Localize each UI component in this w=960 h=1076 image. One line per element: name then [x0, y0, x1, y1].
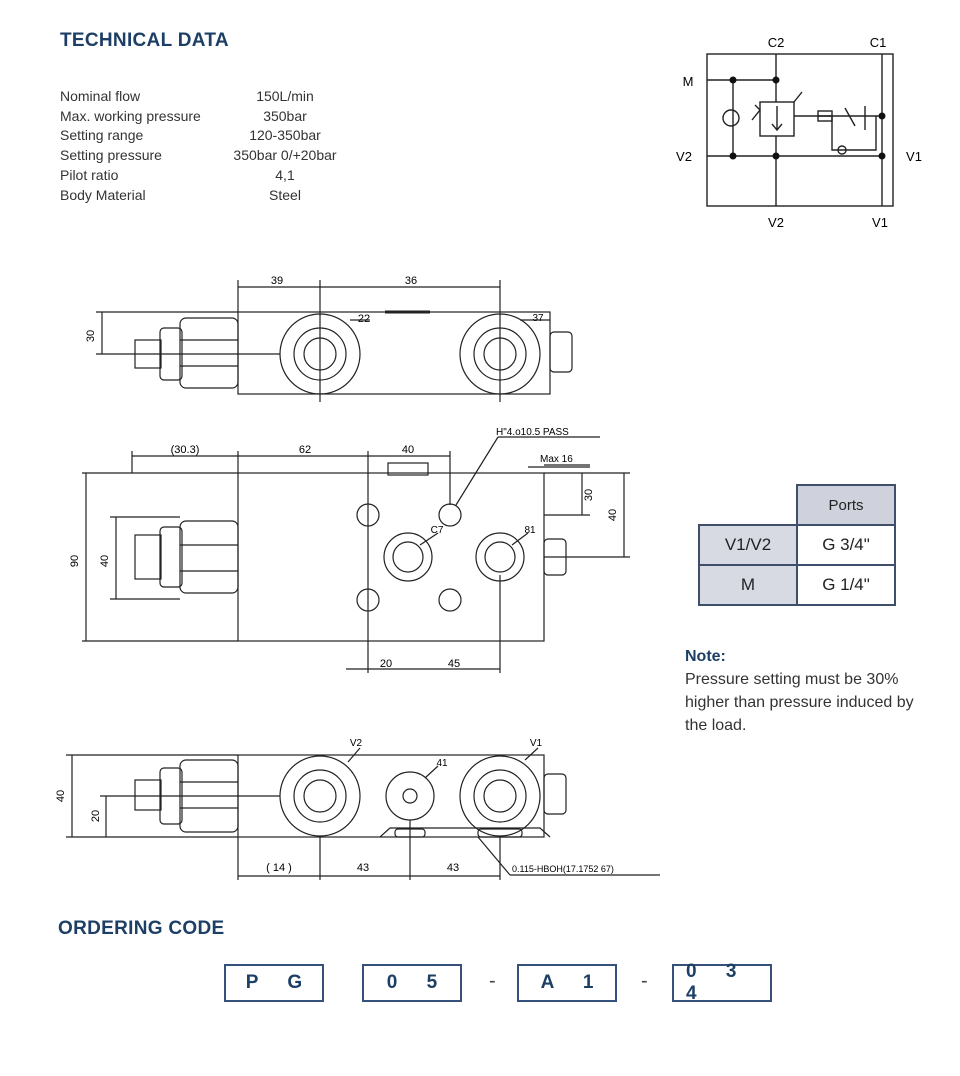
dim-41: 41: [436, 758, 448, 769]
spec-value: 120-350bar: [249, 127, 321, 143]
spec-row: Body Material Steel: [60, 187, 390, 207]
label-c1: C1: [870, 35, 887, 50]
dim-40-side: 40: [55, 790, 67, 802]
dim-39: 39: [271, 275, 283, 287]
dim-30-right: 30: [583, 489, 595, 501]
code-separator: -: [641, 970, 648, 992]
label-m: M: [683, 74, 694, 89]
dim-30-3: (30.3): [171, 444, 200, 456]
spec-value: 150L/min: [256, 88, 314, 104]
note-text: Pressure setting must be 30% higher than…: [685, 671, 914, 734]
spec-row: Nominal flow 150L/min: [60, 88, 390, 108]
oring-note: 0.115-HBOH(17.1752 67): [512, 864, 614, 874]
spec-row: Pilot ratio 4,1: [60, 167, 390, 187]
ordering-code-title: ORDERING CODE: [58, 918, 225, 939]
front-view-drawing: (30.3) 62 40 H"4.o10.5 PASS Max 16 30 40…: [69, 427, 630, 673]
port-size: G 3/4": [796, 524, 896, 566]
dim-43-a: 43: [357, 862, 369, 874]
table-row: V1/V2 G 3/4": [698, 524, 896, 566]
spec-row: Setting range 120-350bar: [60, 127, 390, 147]
label-v1-right: V1: [906, 149, 922, 164]
label-c2: C2: [768, 35, 785, 50]
spec-label: Max. working pressure: [60, 108, 201, 124]
dim-14: ( 14 ): [266, 862, 292, 874]
dim-90: 90: [69, 555, 81, 567]
spec-value: 4,1: [275, 167, 295, 183]
spec-value: 350bar 0/+20bar: [233, 147, 337, 163]
dim-81: 81: [524, 525, 536, 536]
hydraulic-schematic: C2 C1 M V2 V1 V2 V1: [676, 35, 922, 230]
label-v2: V2: [350, 738, 363, 749]
dim-30: 30: [85, 330, 97, 342]
dim-22: 22: [358, 313, 370, 325]
code-separator: -: [489, 970, 496, 992]
dim-20-side: 20: [90, 810, 102, 822]
dim-62: 62: [299, 444, 311, 456]
spec-value: Steel: [269, 187, 301, 203]
spec-row: Max. working pressure 350bar: [60, 108, 390, 128]
dim-37: 37: [532, 313, 544, 324]
side-view-drawing: V2 V1 41 40 20 ( 14 ) 43 43 0.115-HBOH(1…: [55, 738, 660, 880]
spec-row: Setting pressure 350bar 0/+20bar: [60, 147, 390, 167]
spec-value: 350bar: [263, 108, 307, 124]
table-row: M G 1/4": [698, 564, 896, 606]
port-name: M: [698, 564, 798, 606]
dim-45: 45: [448, 658, 460, 670]
spec-label: Nominal flow: [60, 88, 141, 104]
spec-label: Body Material: [60, 187, 146, 203]
dim-27: C7: [431, 525, 444, 536]
ports-header: Ports: [796, 484, 896, 526]
note-title: Note:: [685, 648, 726, 665]
dim-43-b: 43: [447, 862, 459, 874]
dim-40-right: 40: [607, 509, 619, 521]
spec-label: Pilot ratio: [60, 167, 119, 183]
dim-40-top: 40: [402, 444, 414, 456]
ports-table: Ports V1/V2 G 3/4" M G 1/4": [698, 484, 896, 606]
port-name: V1/V2: [698, 524, 798, 566]
table-corner: [699, 485, 798, 526]
top-view-drawing: 39 36 30 22 37: [85, 275, 573, 402]
label-v2-bottom: V2: [768, 215, 784, 230]
dim-36: 36: [405, 275, 417, 287]
code-box-type: A 1: [517, 964, 617, 1002]
label-v1: V1: [530, 738, 543, 749]
code-box-setting: 0 3 4: [672, 961, 772, 1004]
technical-data-title: TECHNICAL DATA: [60, 30, 229, 51]
dim-40-left: 40: [99, 555, 111, 567]
hole-note: H"4.o10.5 PASS: [496, 427, 569, 438]
note: Note: Pressure setting must be 30% highe…: [685, 645, 925, 737]
port-size: G 1/4": [796, 564, 896, 606]
label-v2-left: V2: [676, 149, 692, 164]
code-box-size: 0 5: [362, 964, 462, 1002]
spec-label: Setting pressure: [60, 147, 162, 163]
dim-max-16: Max 16: [540, 454, 573, 465]
dim-20: 20: [380, 658, 392, 670]
label-v1-bottom: V1: [872, 215, 888, 230]
code-box-series: P G: [224, 964, 324, 1002]
spec-label: Setting range: [60, 127, 144, 143]
